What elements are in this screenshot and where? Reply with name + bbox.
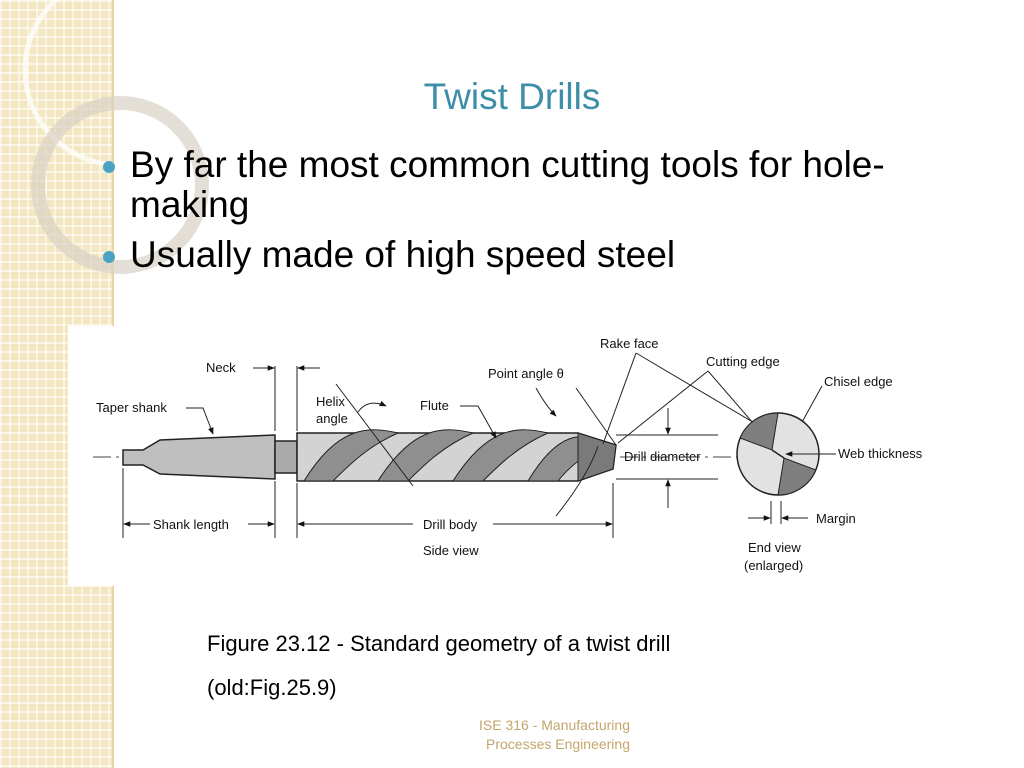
taper-shank-label: Taper shank: [96, 400, 167, 415]
side-view-label: Side view: [423, 543, 479, 558]
end-view-shape: [736, 412, 820, 496]
decorative-circles: [22, 0, 218, 274]
bullet-dot-icon: [103, 251, 115, 263]
point-angle-label: Point angle θ: [488, 366, 564, 381]
rake-face-label: Rake face: [600, 336, 659, 351]
cutting-edge-label: Cutting edge: [706, 354, 780, 369]
bullet-item: By far the most common cutting tools for…: [100, 145, 920, 225]
neck-label: Neck: [206, 360, 236, 375]
drill-diameter-label: Drill diameter: [624, 449, 701, 464]
caption-line-1: Figure 23.12 - Standard geometry of a tw…: [207, 631, 671, 656]
web-thickness-label: Web thickness: [838, 446, 923, 461]
end-view-label: End view: [748, 540, 801, 555]
twist-drill-figure: Neck Taper shank Helix angle Flute Point…: [68, 326, 950, 586]
shank-length-label: Shank length: [153, 517, 229, 532]
bullet-item: Usually made of high speed steel: [100, 235, 920, 275]
footer-line-2: Processes Engineering: [486, 736, 630, 752]
flute-label: Flute: [420, 398, 449, 413]
helix-angle-label-line2: angle: [316, 411, 348, 426]
chisel-edge-label: Chisel edge: [824, 374, 893, 389]
slide-footer: ISE 316 - Manufacturing Processes Engine…: [420, 716, 630, 754]
margin-label: Margin: [816, 511, 856, 526]
caption-line-2: (old:Fig.25.9): [207, 675, 337, 700]
taper-shank-shape: [122, 434, 276, 480]
drill-body-label: Drill body: [423, 517, 478, 532]
twist-drill-diagram: Neck Taper shank Helix angle Flute Point…: [93, 336, 923, 573]
drill-body-shape: [296, 429, 617, 482]
bullet-text: By far the most common cutting tools for…: [130, 144, 885, 225]
bullet-list: By far the most common cutting tools for…: [100, 145, 920, 285]
bullet-text: Usually made of high speed steel: [130, 234, 676, 275]
end-view-enlarged-label: (enlarged): [744, 558, 803, 573]
neck-shape: [274, 440, 298, 474]
figure-caption: Figure 23.12 - Standard geometry of a tw…: [207, 622, 670, 710]
helix-angle-label-line1: Helix: [316, 394, 345, 409]
footer-line-1: ISE 316 - Manufacturing: [479, 717, 630, 733]
bullet-dot-icon: [103, 161, 115, 173]
slide-title: Twist Drills: [423, 76, 601, 117]
